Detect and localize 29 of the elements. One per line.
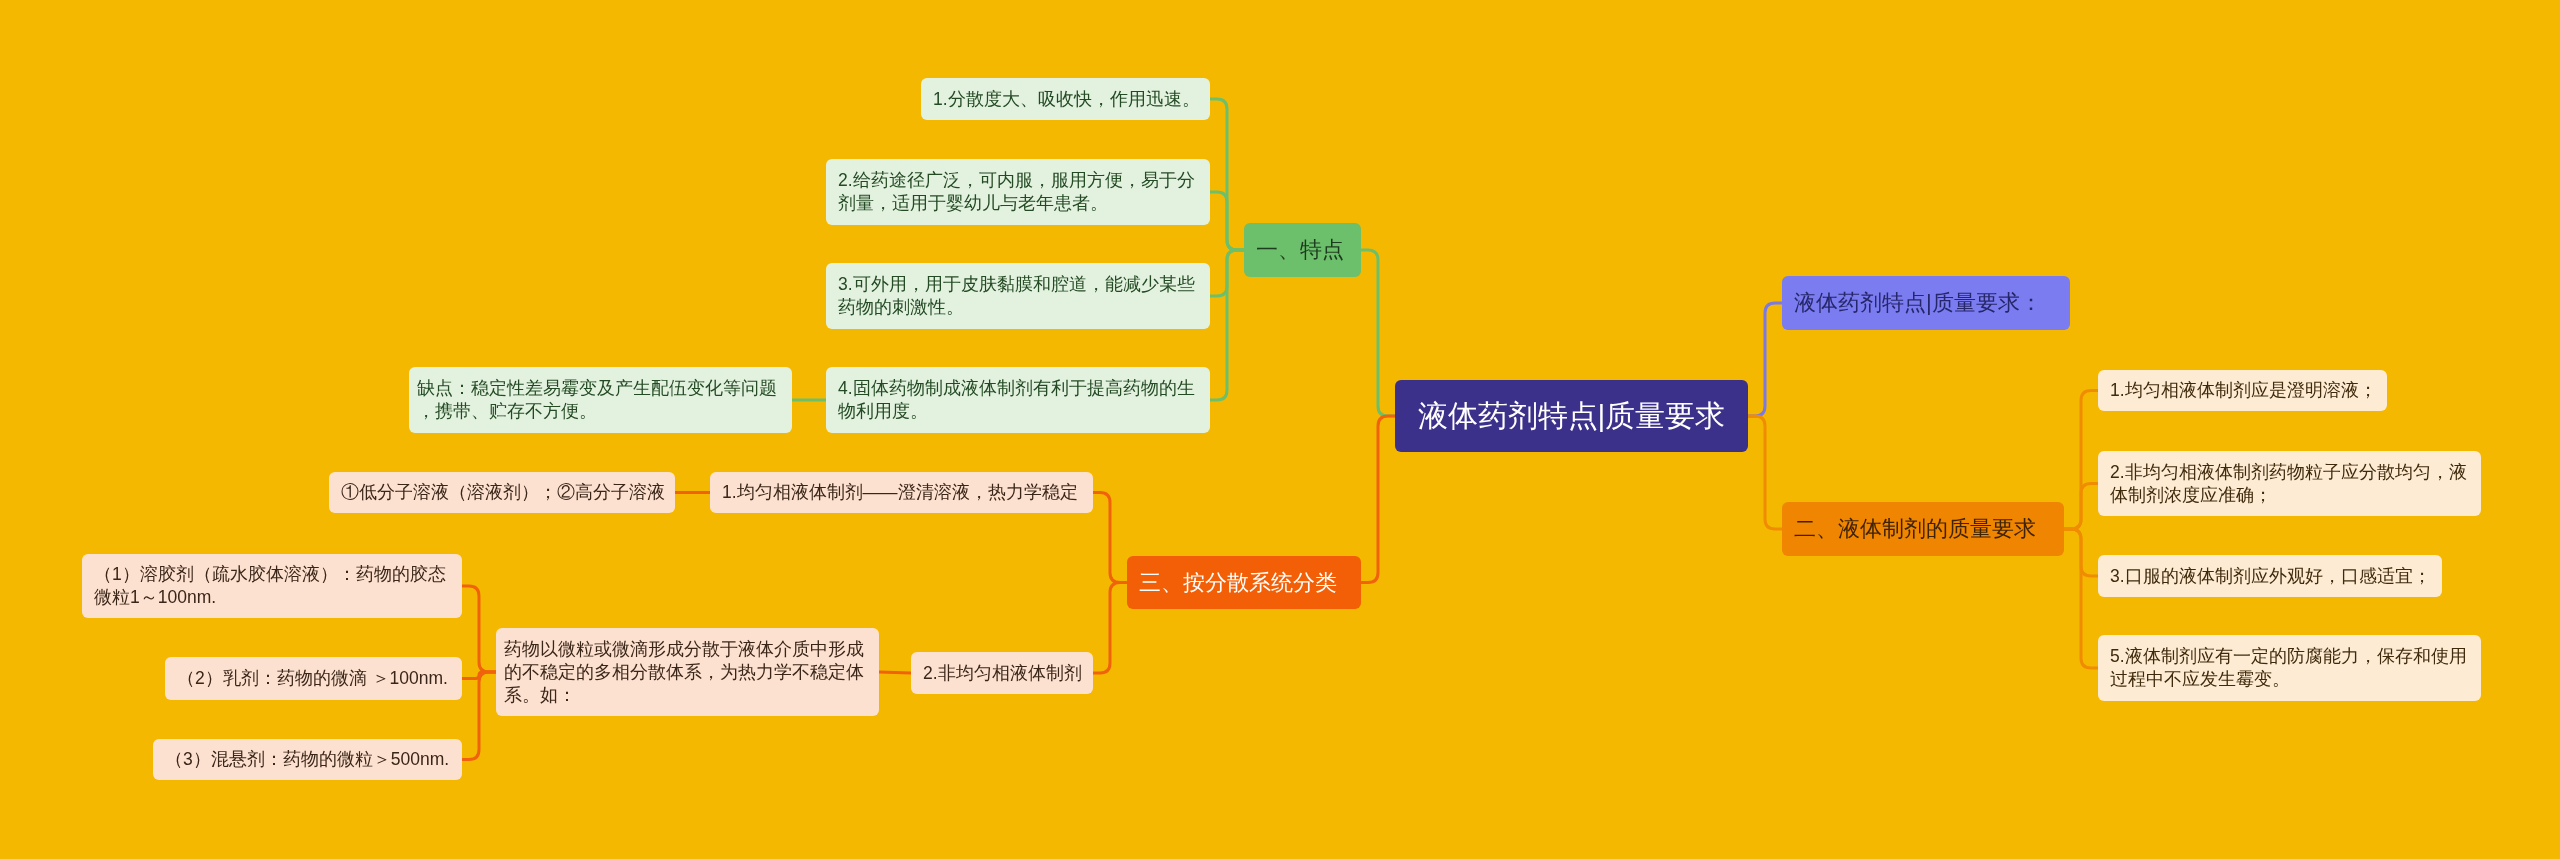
connector-line <box>462 670 496 761</box>
subtopic-box: 1.均匀相液体制剂——澄清溶液，热力学稳定 <box>710 472 1093 513</box>
subtopic-box: 4.固体药物制成液体制剂有利于提高药物的生物利用度。 <box>826 367 1210 433</box>
subtopic-box: 3.口服的液体制剂应外观好，口感适宜； <box>2098 555 2442 597</box>
subtopic-box: 药物以微粒或微滴形成分散于液体介质中形成的不稳定的多相分散体系，为热力学不稳定体系。如： <box>496 628 879 716</box>
connector-line <box>878 670 912 675</box>
subtopic-box: 1.分散度大、吸收快，作用迅速。 <box>921 78 1210 120</box>
subtopic-box: 2.非均匀相液体制剂药物粒子应分散均匀，液体制剂浓度应准确； <box>2098 451 2481 516</box>
subtopic-box: （3）混悬剂：药物的微粒＞500nm. <box>153 739 462 780</box>
branch-topic-box: 液体药剂特点|质量要求： <box>1782 276 2070 330</box>
connector-line <box>792 398 826 402</box>
connector-line <box>675 491 710 494</box>
branch-topic-box: 一、特点 <box>1244 223 1361 277</box>
connector-line <box>1361 414 1395 584</box>
branch-topic-box: 二、液体制剂的质量要求 <box>1782 502 2064 556</box>
branch-topic-box: 三、按分散系统分类 <box>1127 556 1361 609</box>
subtopic-box: （1）溶胶剂（疏水胶体溶液）：药物的胶态微粒1～100nm. <box>82 554 462 618</box>
connector-line <box>1093 581 1127 675</box>
subtopic-box: （2）乳剂：药物的微滴 ＞100nm. <box>165 657 462 700</box>
subtopic-box: 5.液体制剂应有一定的防腐能力，保存和使用过程中不应发生霉变。 <box>2098 635 2481 701</box>
central-topic-box: 液体药剂特点|质量要求 <box>1395 380 1748 452</box>
subtopic-box: 2.非均匀相液体制剂 <box>911 652 1093 694</box>
connector-line <box>2064 527 2098 670</box>
subtopic-box: 2.给药途径广泛，可内服，服用方便，易于分剂量，适用于婴幼儿与老年患者。 <box>826 159 1210 225</box>
subtopic-box: 缺点：稳定性差易霉变及产生配伍变化等问题，携带、贮存不方便。 <box>409 367 792 433</box>
subtopic-box: 1.均匀相液体制剂应是澄明溶液； <box>2098 370 2387 411</box>
subtopic-box: 3.可外用，用于皮肤黏膜和腔道，能减少某些药物的刺激性。 <box>826 263 1210 329</box>
subtopic-box: ①低分子溶液（溶液剂）；②高分子溶液 <box>329 472 675 513</box>
connector-line <box>1748 414 1782 531</box>
